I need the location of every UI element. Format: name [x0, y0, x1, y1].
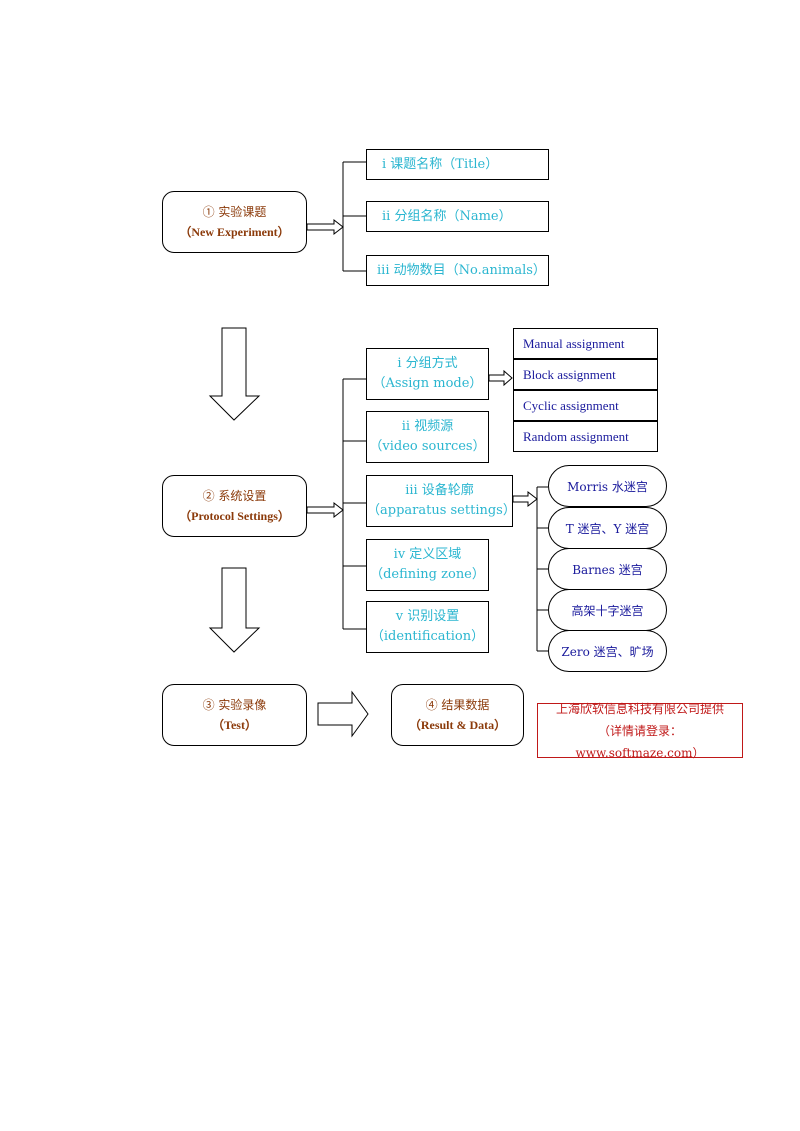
step1-new-experiment-box: ① 实验课题 （New Experiment）	[162, 191, 307, 253]
right-arrow	[317, 690, 369, 738]
step2-apparatus-settings-box: iii 设备轮廓 （apparatus settings）	[366, 475, 516, 527]
video-sources-cn: ii 视频源	[401, 419, 454, 434]
step2-defining-zone-box: iv 定义区域 （defining zone）	[366, 539, 489, 591]
apparatus-zero-open-field: Zero 迷宫、旷场	[548, 630, 667, 672]
step2-video-sources-box: ii 视频源 （video sources）	[366, 411, 489, 463]
step1-child-animals: iii 动物数目（No.animals）	[366, 255, 549, 286]
step2-label-en: （Protocol Settings）	[179, 509, 290, 523]
defining-zone-en: （defining zone）	[370, 567, 485, 582]
step2-assign-mode-box: i 分组方式 （Assign mode）	[366, 348, 489, 400]
apparatus-settings-en: （apparatus settings）	[367, 503, 516, 518]
provider-line2: （详情请登录：www.softmaze.com）	[575, 723, 705, 760]
step1-label-en: （New Experiment）	[179, 225, 290, 239]
apparatus-t-y-maze: T 迷宫、Y 迷宫	[548, 507, 667, 549]
assign-mode-en: （Assign mode）	[372, 376, 483, 391]
defining-zone-cn: iv 定义区域	[393, 547, 462, 562]
step1-child-title: i 课题名称（Title）	[366, 149, 549, 180]
assign-block: Block assignment	[513, 359, 658, 390]
apparatus-morris: Morris 水迷宫	[548, 465, 667, 507]
step2-identification-box: v 识别设置 （identification）	[366, 601, 489, 653]
video-sources-en: （video sources）	[369, 439, 486, 454]
step4-label-cn: ④ 结果数据	[425, 698, 490, 712]
assign-cyclic: Cyclic assignment	[513, 390, 658, 421]
apparatus-settings-cn: iii 设备轮廓	[405, 483, 474, 498]
identification-cn: v 识别设置	[395, 609, 460, 624]
step3-test-box: ③ 实验录像 （Test）	[162, 684, 307, 746]
provider-note: 上海欣软信息科技有限公司提供 （详情请登录：www.softmaze.com）	[537, 702, 743, 760]
step2-label-cn: ② 系统设置	[202, 489, 267, 503]
assign-manual: Manual assignment	[513, 328, 658, 359]
provider-line1: 上海欣软信息科技有限公司提供	[555, 701, 724, 716]
step1-label-cn: ① 实验课题	[202, 205, 267, 219]
step1-child-name: ii 分组名称（Name）	[366, 201, 549, 232]
step2-protocol-settings-box: ② 系统设置 （Protocol Settings）	[162, 475, 307, 537]
apparatus-barnes: Barnes 迷宫	[548, 548, 667, 590]
step4-label-en: （Result & Data）	[408, 718, 507, 732]
apparatus-elevated-plus: 高架十字迷宫	[548, 589, 667, 631]
identification-en: （identification）	[370, 629, 485, 644]
step3-label-en: （Test）	[212, 718, 257, 732]
step3-label-cn: ③ 实验录像	[202, 698, 267, 712]
assign-mode-cn: i 分组方式	[397, 356, 458, 371]
down-arrow-2	[208, 567, 261, 653]
assign-random: Random assignment	[513, 421, 658, 452]
step4-result-data-box: ④ 结果数据 （Result & Data）	[391, 684, 524, 746]
down-arrow-1	[208, 327, 261, 421]
